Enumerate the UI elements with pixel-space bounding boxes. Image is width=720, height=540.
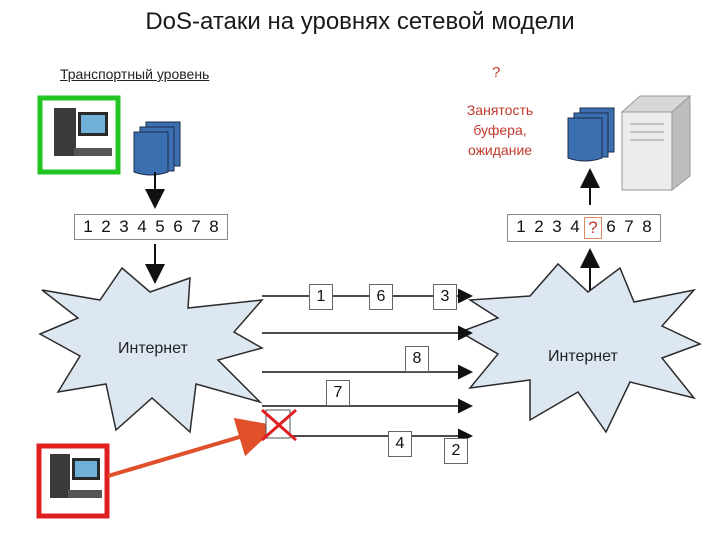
packet: 2 bbox=[444, 438, 468, 464]
attack-arrow bbox=[107, 417, 278, 478]
layer-label: Транспортный уровень bbox=[60, 66, 210, 82]
seq-missing: ? bbox=[584, 217, 602, 239]
sequence-received: 1 2 3 4 ? 6 7 8 bbox=[507, 214, 661, 242]
packet: 6 bbox=[369, 284, 393, 310]
seq-number: 1 bbox=[83, 217, 93, 236]
seq-number: 7 bbox=[191, 217, 201, 236]
packet: 7 bbox=[326, 380, 350, 406]
document-stack-icon bbox=[567, 107, 615, 162]
question-mark: ? bbox=[492, 64, 501, 81]
sequence-sent: 1 2 3 4 5 6 7 8 bbox=[74, 214, 228, 240]
internet-cloud-right bbox=[458, 262, 702, 434]
cross-icon bbox=[261, 408, 297, 442]
page-title: DoS-атаки на уровнях сетевой модели bbox=[145, 8, 575, 35]
seq-number: 4 bbox=[137, 217, 147, 236]
packet: 4 bbox=[388, 431, 412, 457]
seq-number: 8 bbox=[209, 217, 219, 236]
seq-number: 3 bbox=[119, 217, 129, 236]
network-label: Интернет bbox=[548, 348, 618, 365]
packet: 1 bbox=[309, 284, 333, 310]
network-label: Интернет bbox=[118, 340, 188, 357]
seq-number: 2 bbox=[101, 217, 111, 236]
packet: 8 bbox=[405, 346, 429, 372]
seq-number: 8 bbox=[642, 217, 652, 236]
document-stack-icon bbox=[133, 121, 181, 176]
seq-number: 2 bbox=[534, 217, 544, 236]
server-note-line: Занятость bbox=[466, 102, 534, 118]
seq-number: 7 bbox=[624, 217, 634, 236]
seq-number: 3 bbox=[552, 217, 562, 236]
server-note-line: ожидание bbox=[467, 142, 533, 158]
seq-number: 5 bbox=[155, 217, 165, 236]
seq-number: 4 bbox=[570, 217, 580, 236]
internet-cloud-left bbox=[38, 266, 264, 434]
seq-number: 6 bbox=[606, 217, 616, 236]
server-note: Занятость буфера, ожидание bbox=[430, 100, 570, 160]
server-icon bbox=[620, 94, 692, 192]
attacker-computer-icon bbox=[36, 443, 110, 519]
seq-number: 6 bbox=[173, 217, 183, 236]
packet: 3 bbox=[433, 284, 457, 310]
user-computer-icon bbox=[37, 95, 121, 175]
server-note-line: буфера, bbox=[473, 122, 527, 138]
seq-number: 1 bbox=[516, 217, 526, 236]
